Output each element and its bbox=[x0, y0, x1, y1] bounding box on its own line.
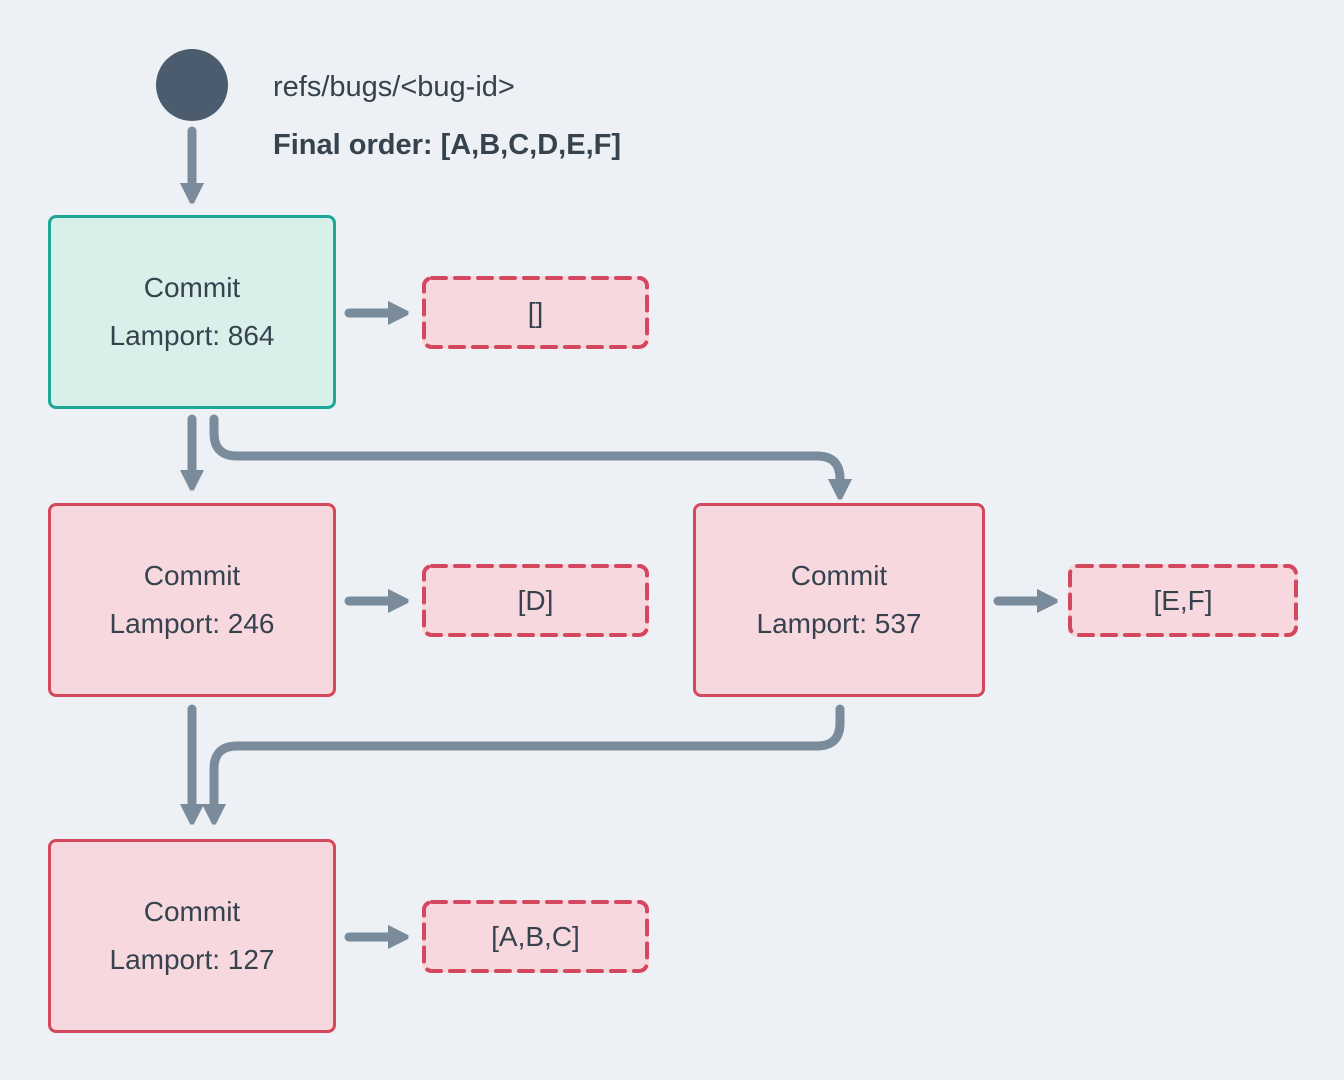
commit-title: Commit bbox=[143, 560, 241, 591]
payload-box-127: [A,B,C] bbox=[422, 900, 649, 973]
dashed-border bbox=[422, 900, 649, 973]
payload-value: [E,F] bbox=[1153, 584, 1213, 616]
payload-box-537: [E,F] bbox=[1068, 564, 1298, 637]
commit-lamport: Lamport: 537 bbox=[756, 608, 922, 639]
commit-lamport: Lamport: 127 bbox=[109, 944, 275, 975]
ref-label: refs/bugs/<bug-id> bbox=[273, 71, 515, 103]
commit-node-127: Commit Lamport: 127 bbox=[48, 839, 336, 1033]
commit-title: Commit bbox=[143, 272, 241, 303]
payload-value: [D] bbox=[517, 584, 554, 616]
commit-node-537: Commit Lamport: 537 bbox=[693, 503, 985, 697]
commit-lamport: Lamport: 246 bbox=[109, 608, 275, 639]
commit-lamport: Lamport: 864 bbox=[109, 320, 275, 351]
commit-title: Commit bbox=[790, 560, 888, 591]
commit-node-864: Commit Lamport: 864 bbox=[48, 215, 336, 409]
edge-864-to-537 bbox=[209, 414, 840, 482]
dashed-border bbox=[422, 276, 649, 349]
commit-node-246: Commit Lamport: 246 bbox=[48, 503, 336, 697]
final-order-label: Final order: [A,B,C,D,E,F] bbox=[273, 129, 621, 161]
dashed-border bbox=[1068, 564, 1298, 637]
ref-node-circle bbox=[156, 49, 228, 121]
payload-value: [] bbox=[527, 296, 544, 328]
payload-box-246: [D] bbox=[422, 564, 649, 637]
commit-title: Commit bbox=[143, 896, 241, 927]
dashed-border bbox=[422, 564, 649, 637]
payload-value: [A,B,C] bbox=[491, 920, 580, 952]
edge-537-to-127 bbox=[214, 704, 845, 807]
payload-box-864: [] bbox=[422, 276, 649, 349]
